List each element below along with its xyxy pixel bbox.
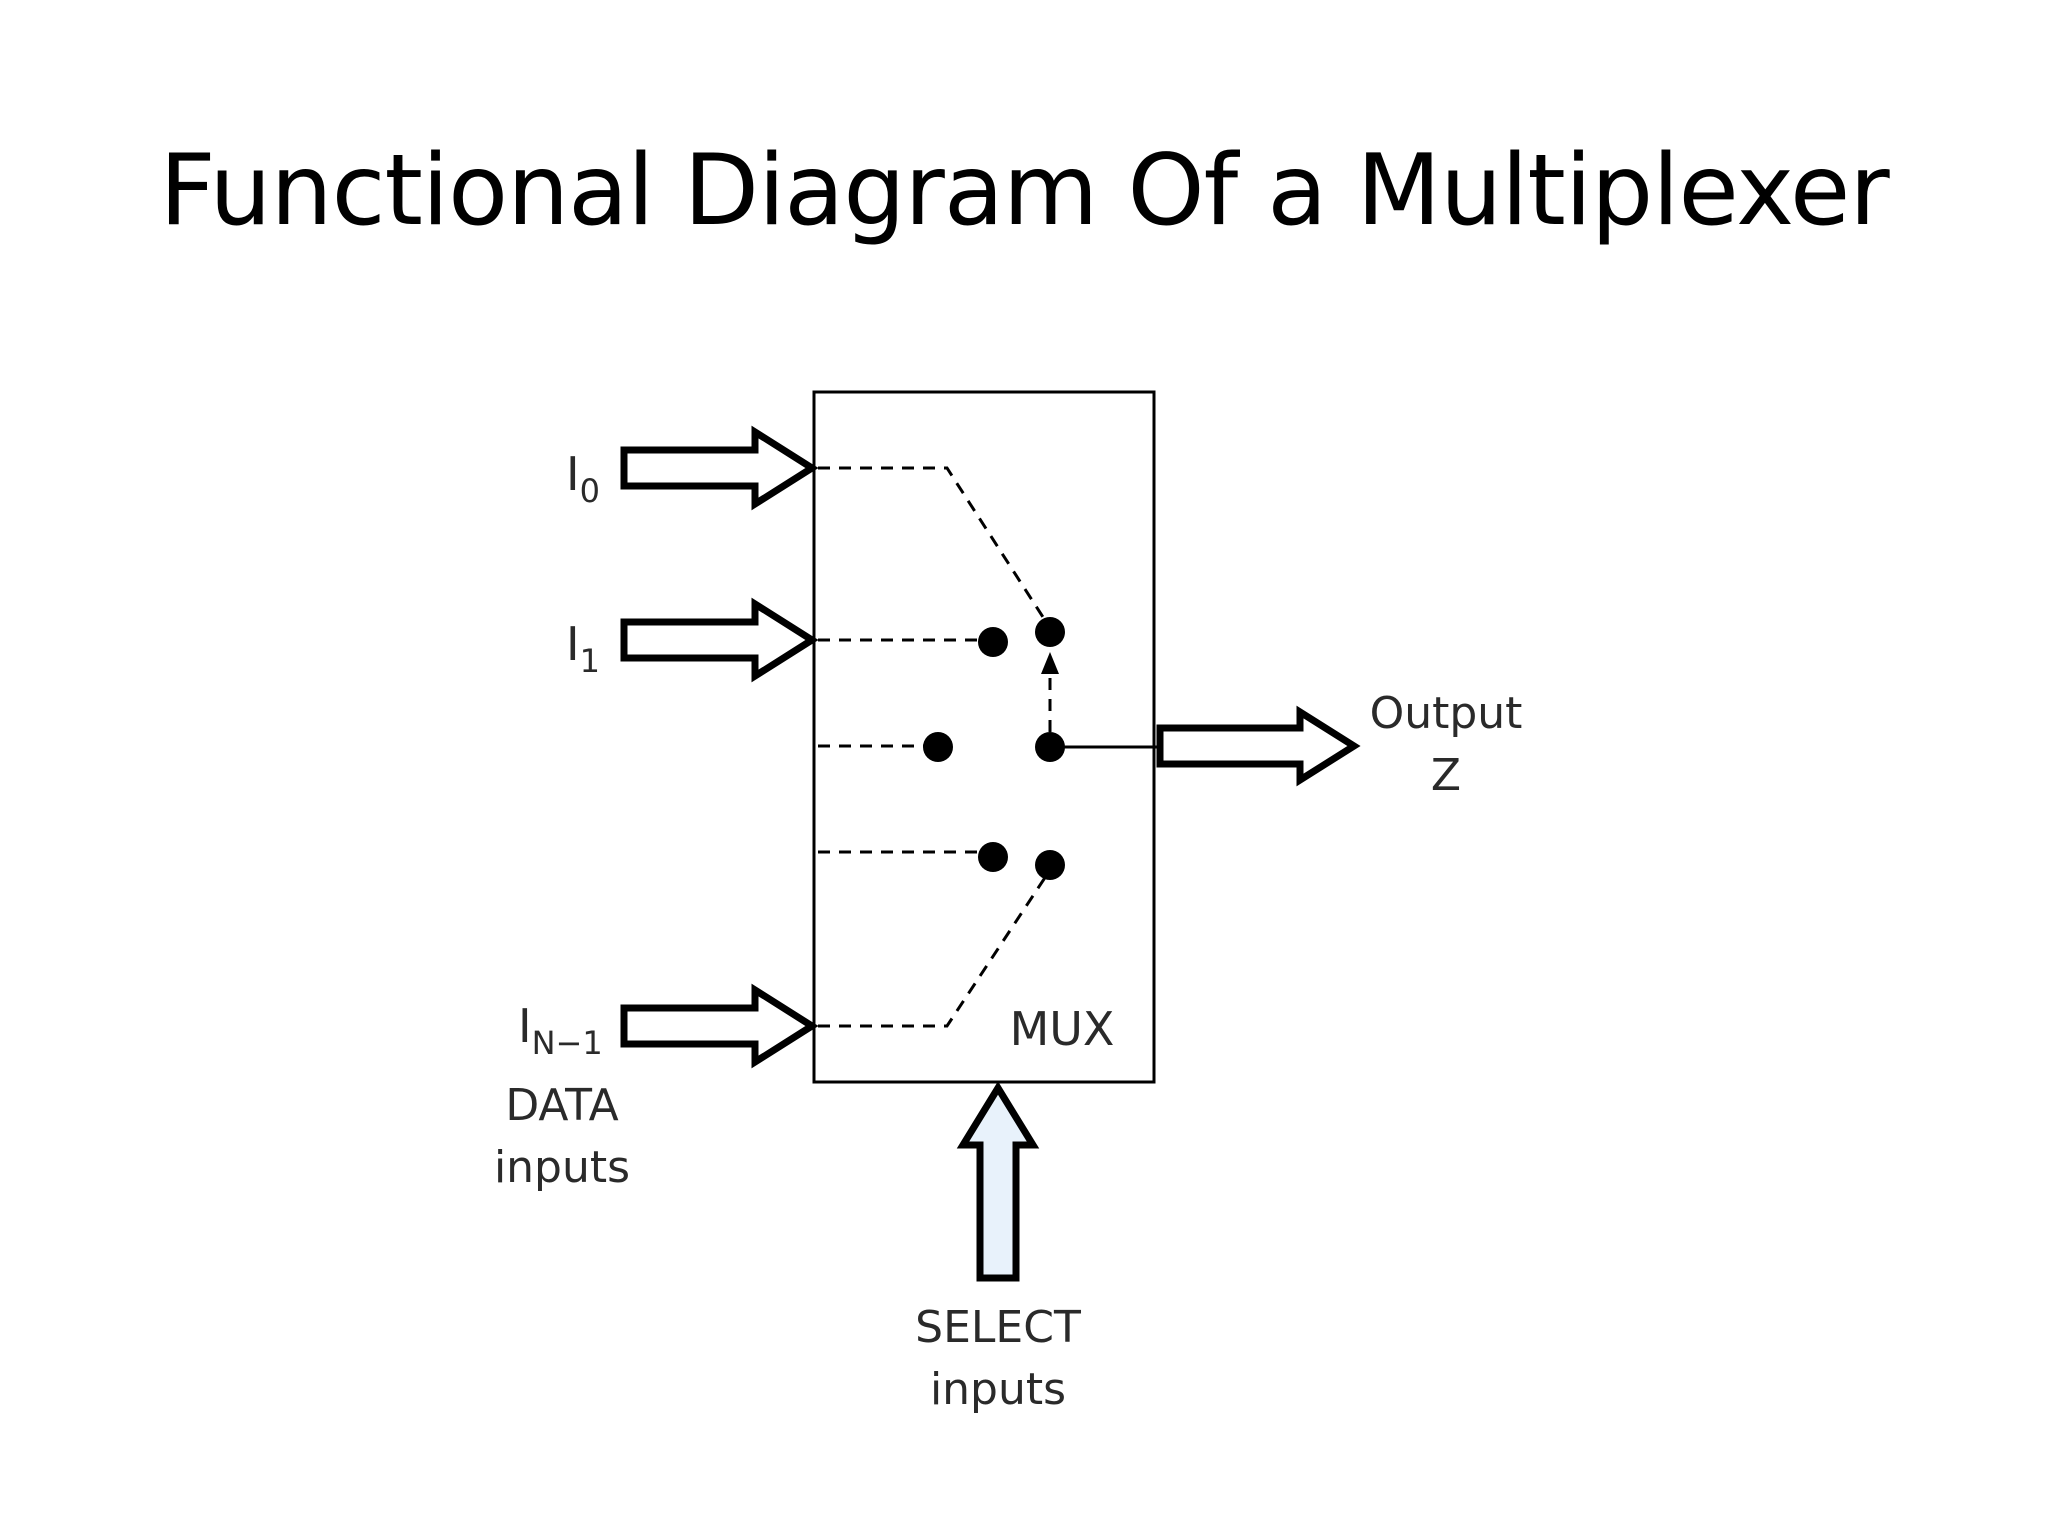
input-arrow-in-1 xyxy=(620,983,819,1069)
select-label-line2: inputs xyxy=(930,1364,1066,1415)
input-arrow-i0 xyxy=(620,425,819,511)
contact-dot xyxy=(923,732,953,762)
internal-wiring xyxy=(818,466,1052,1028)
input-label-i1: I1 xyxy=(566,617,600,680)
select-arrow xyxy=(956,1081,1040,1282)
contact-dot xyxy=(978,627,1008,657)
output-arrow xyxy=(1156,705,1361,787)
input-arrow-i1 xyxy=(620,597,819,683)
input-label-in-1: IN−1 xyxy=(518,999,603,1062)
contact-dot xyxy=(978,842,1008,872)
selector-arrowhead xyxy=(1041,652,1059,674)
wire-i0 xyxy=(818,466,1052,629)
data-inputs-label-line2: inputs xyxy=(494,1142,630,1193)
slide-title: Functional Diagram Of a Multiplexer xyxy=(159,134,1889,248)
input-label-i0: I0 xyxy=(566,447,600,510)
contact-dot xyxy=(1035,617,1065,647)
contact-dot xyxy=(1035,850,1065,880)
output-label-line2: Z xyxy=(1431,750,1461,801)
mux-block xyxy=(812,390,1156,1084)
select-label-line1: SELECT xyxy=(915,1302,1081,1353)
output-label-line1: Output xyxy=(1370,688,1523,739)
wire-in-1 xyxy=(818,869,1052,1028)
data-inputs-label-line1: DATA xyxy=(505,1080,618,1131)
mux-label: MUX xyxy=(1010,1002,1115,1056)
